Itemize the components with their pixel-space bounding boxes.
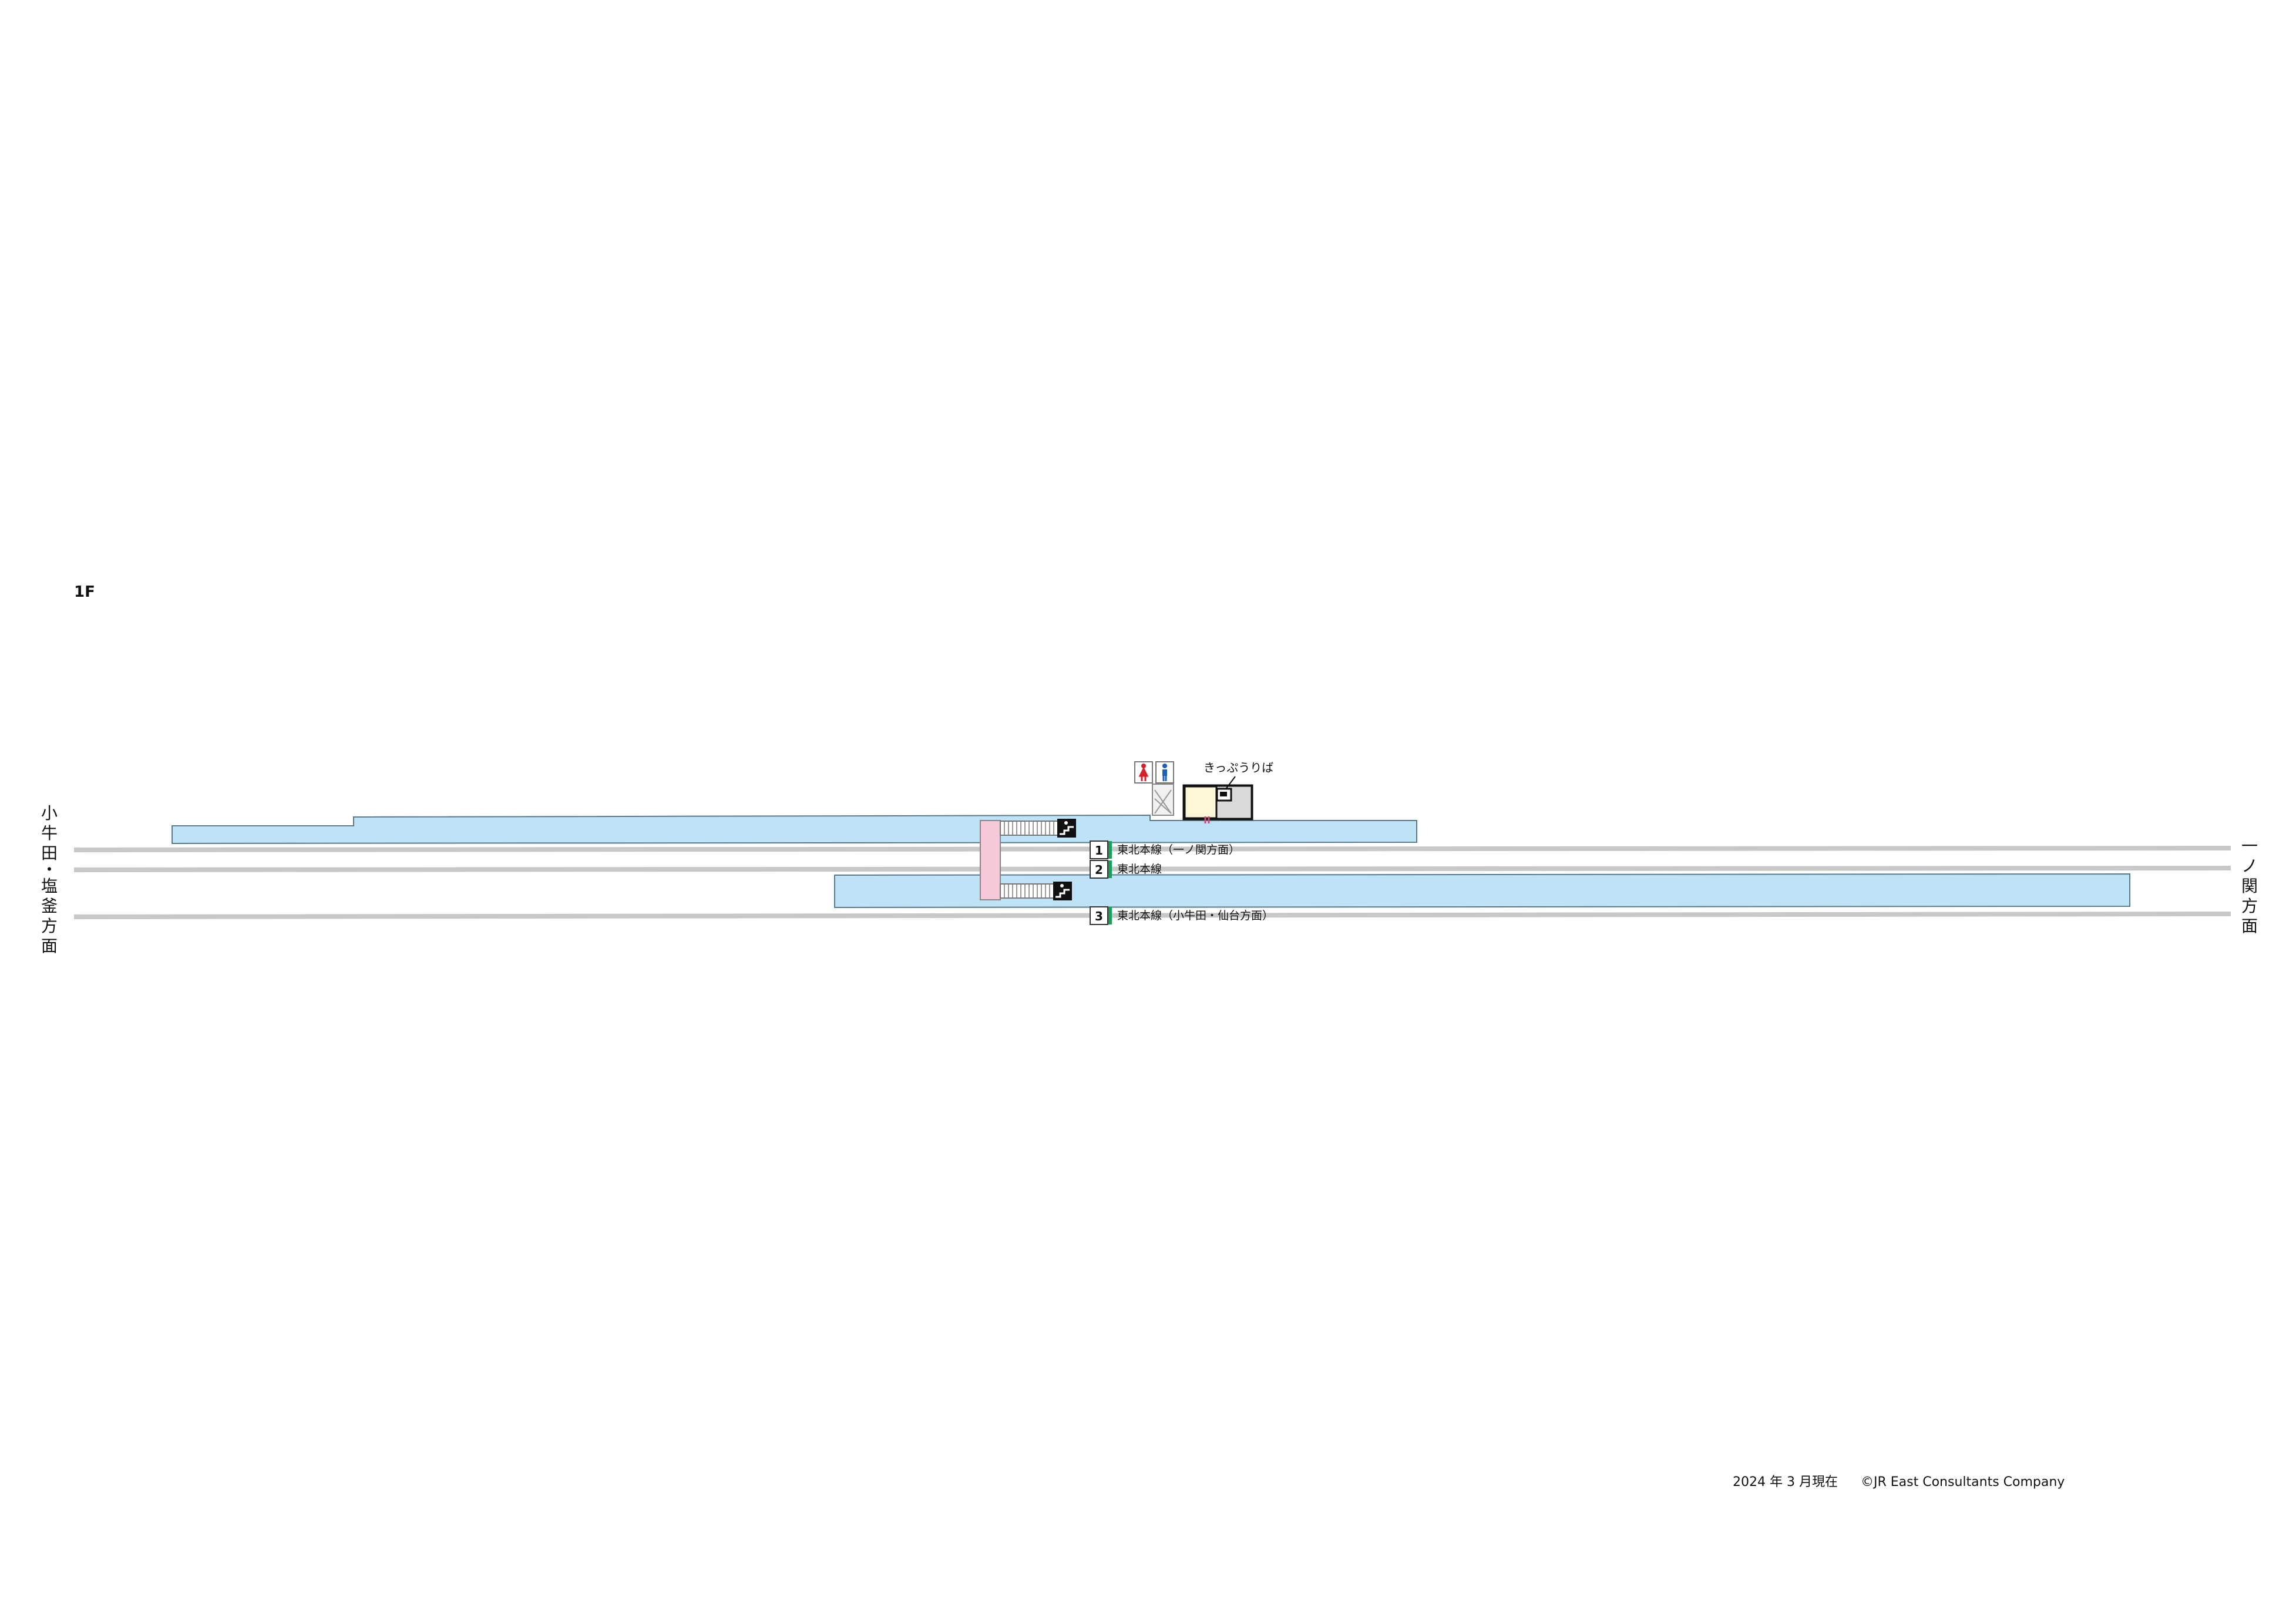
track-3-badge: 3	[1090, 906, 1112, 925]
svg-text:一: 一	[2241, 836, 2258, 856]
svg-text:田: 田	[41, 843, 58, 863]
track-number: 3	[1095, 909, 1103, 923]
man-icon	[1155, 761, 1174, 784]
track-line-3	[73, 912, 2231, 919]
ticket-office-leader	[1226, 776, 1236, 789]
stairs-icon	[1053, 882, 1072, 900]
svg-text:面: 面	[41, 936, 58, 956]
direction-right: 一 ノ 関 方 面	[2241, 836, 2258, 936]
platform-1	[172, 814, 1417, 845]
track-line-1	[73, 846, 2231, 852]
pedestrian-bridge	[980, 820, 1001, 900]
woman-icon	[1134, 761, 1153, 784]
direction-left: 小 牛 田 ・ 塩 釜 方 面	[41, 803, 58, 956]
track-1-badge: 1	[1090, 840, 1112, 859]
svg-text:塩: 塩	[41, 876, 58, 896]
svg-text:小: 小	[41, 803, 58, 823]
stairs-upper	[1000, 821, 1060, 836]
restroom	[1152, 784, 1174, 816]
track-line-2	[73, 866, 2231, 872]
footer-date: 2024 年 3 月現在	[1733, 1475, 1838, 1489]
svg-text:・: ・	[41, 860, 58, 879]
track-1-label: 東北本線（一ノ関方面）	[1117, 843, 1240, 856]
stairs-lower	[1000, 883, 1060, 899]
svg-text:方: 方	[2241, 896, 2258, 916]
svg-text:関: 関	[2241, 876, 2258, 896]
footer-copyright: ©JR East Consultants Company	[1861, 1475, 2065, 1489]
entrance-gate	[1204, 816, 1210, 823]
track-2-label: 東北本線	[1117, 863, 1162, 876]
svg-text:牛: 牛	[41, 823, 58, 843]
track-3-label: 東北本線（小牛田・仙台方面）	[1117, 909, 1273, 922]
track-number: 1	[1095, 843, 1103, 858]
track-2-badge: 2	[1090, 860, 1112, 879]
ticket-machine-icon	[1216, 788, 1232, 802]
ticket-office-label: きっぷうりば	[1204, 761, 1273, 775]
svg-text:釜: 釜	[41, 896, 58, 916]
platform-2	[834, 873, 2130, 909]
svg-text:方: 方	[41, 916, 58, 936]
stairs-icon	[1057, 819, 1076, 838]
floor-label: 1F	[74, 583, 95, 601]
svg-text:面: 面	[2241, 916, 2258, 936]
track-number: 2	[1095, 863, 1103, 877]
svg-text:ノ: ノ	[2241, 856, 2258, 876]
